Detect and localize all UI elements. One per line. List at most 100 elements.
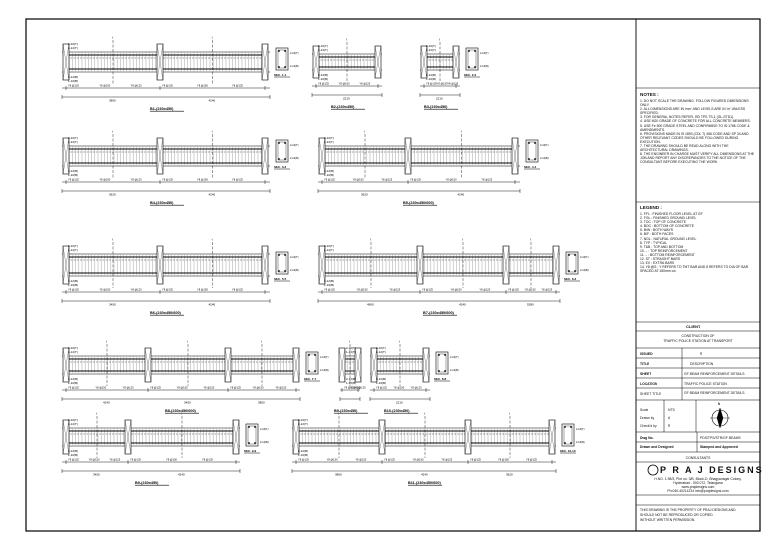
note-item: 5. USE Fe 500 GRADE STEEL AND CONFIRMING…: [640, 123, 750, 132]
stirrup-spacing-label: Y8 @125: [68, 84, 79, 88]
stirrup-spacing-label: Y8 @125: [526, 458, 537, 462]
column-hatch: [318, 137, 326, 175]
section-title: SEC. 3-3: [274, 165, 287, 169]
project-line: CONSTRUCTION OF: [681, 334, 715, 338]
section-title: SEC. 1-1: [274, 73, 287, 77]
stirrup-spacing-label: Y8 @125: [389, 288, 400, 292]
stirrup-spacing-label: Y8 @125: [324, 288, 335, 292]
span-dimension-label: 3450: [109, 303, 116, 307]
column-hatch: [261, 43, 269, 81]
top-bar-label: 1-12(T): [298, 422, 308, 426]
bottom-bar-label: 2-12(B): [298, 449, 308, 453]
note-item: 8. THE ENGINEER IN CHARGE MUST VERIFY AL…: [640, 152, 755, 165]
bottom-bar-label: 1-10(B): [346, 381, 356, 385]
section-rebar-dot: [438, 370, 440, 372]
stirrup-spacing-label: Y8 @150: [525, 288, 536, 292]
top-bar-label: 2-10(T): [324, 136, 334, 140]
stirrup-spacing-label: Y8 @150: [339, 82, 350, 86]
dwg-no-label: Dwg No.: [640, 436, 654, 440]
section-rebar-dot: [284, 66, 286, 68]
bottom-bar-label: 2-12(B): [68, 377, 78, 381]
bottom-bar-label: 1-10(B): [376, 381, 386, 385]
span-dimension-label: 3800: [109, 99, 116, 103]
top-bar-label: 1-12(T): [68, 46, 78, 50]
sheet-value: GF BEAM REINFORCEMENT DETAILS: [684, 372, 745, 376]
column-hatch: [224, 347, 232, 383]
note-item: 4. USE M20 GRADE OF CONCRETE FOR ALL CON…: [640, 119, 751, 124]
client-label: CLIENT: [686, 325, 701, 329]
section-title: SEC. 4-4: [524, 165, 537, 169]
stirrup-spacing-label: Y8 @125: [318, 82, 329, 86]
column-hatch: [422, 347, 430, 383]
title-label: TITLE: [640, 362, 650, 366]
legend-item: 5. B/W : BOTH WAYS: [640, 228, 673, 233]
stirrup-spacing-label: Y8 @125: [162, 84, 173, 88]
section-outline: [465, 47, 479, 71]
stamped-approved-label: Stamped and Approved: [700, 445, 738, 449]
section-bar-label: 2-12(B): [580, 268, 589, 272]
meta-drawn-label: Drawn by: [640, 416, 655, 420]
section-rebar-dot: [474, 50, 476, 52]
meta-scale-label: Scale: [640, 408, 649, 412]
legend-item: 6. B/F : BOTH FACES: [640, 232, 674, 237]
project-line: TRAFFIC POLICE STATION AT TRANSPORT: [663, 338, 733, 343]
section-cut-arrow: ↑: [370, 237, 372, 242]
column-hatch: [552, 245, 560, 285]
section-cut-arrow: ↑: [261, 339, 263, 344]
top-bar-label: 2-10(T): [68, 244, 78, 248]
span-dimension-label: 4240: [209, 99, 216, 103]
stirrup-spacing-label: Y8 @150: [177, 386, 188, 390]
stirrup-spacing-label: Y8 @125: [479, 288, 490, 292]
stirrup-spacing-label: Y8 @125: [541, 288, 552, 292]
section-rebar-dot: [474, 66, 476, 68]
stirrup-spacing-label: Y8 @150: [357, 288, 368, 292]
section-rebar-dot: [278, 142, 280, 144]
bottom-bar-label: 1-10(B): [68, 173, 78, 177]
section-rebar-dot: [528, 158, 530, 160]
section-rebar-dot: [314, 370, 316, 372]
meta-check-value: R: [668, 424, 671, 428]
section-cut-arrow: ↑: [112, 129, 114, 134]
section-bar-label: 2-10(T): [580, 255, 589, 259]
stirrup-spacing-label: Y8 @150: [498, 458, 509, 462]
section-rebar-dot: [278, 66, 280, 68]
legend-item: 11. ⎯ : BOTTOM REINFORCEMENT: [640, 252, 695, 257]
dwg-no-value: PDS/TPS/STR/GF BEAMS: [700, 436, 741, 440]
section-rebar-dot: [248, 442, 250, 444]
legend-item: 2. FGL : FINISHED GROUND LEVEL: [640, 216, 697, 221]
legend-item: 12. ST : STRAIGHT BARS: [640, 257, 681, 262]
stirrup-spacing-label: Y8 @150: [99, 288, 110, 292]
section-cut-arrow: ↑: [530, 237, 532, 242]
span-dimension-label: 3620: [506, 473, 513, 477]
stirrup-spacing-label: Y8 @150: [437, 82, 448, 86]
legend-item: 7. NGL : NATURAL GROUND LEVEL: [640, 236, 697, 241]
location-label: LOCATION: [640, 382, 658, 386]
bottom-bar-label: 2-12(B): [324, 169, 334, 173]
stirrup-spacing-label: Y8 @150: [197, 288, 208, 292]
stirrup-spacing-label: Y8 @125: [203, 386, 214, 390]
stirrup-spacing-label: Y8 @125: [381, 178, 392, 182]
stirrup-spacing-label: Y8 @125: [131, 288, 142, 292]
column-hatch: [292, 347, 300, 383]
stirrup-spacing-label: Y8 @125: [130, 458, 141, 462]
top-bar-label: 2-10(T): [68, 136, 78, 140]
span-dimension-label: 2210: [436, 97, 443, 101]
meta-scale-value: NTS: [668, 408, 675, 412]
section-outline: [561, 423, 575, 447]
section-stirrup: [437, 353, 447, 373]
legend-item: 4. BOC : BOTTOM OF CONCRETE: [640, 224, 695, 229]
section-cut-arrow: ↑: [424, 411, 426, 416]
stirrup-spacing-label: Y8 @125: [447, 82, 458, 86]
span-dimension-label: 3800: [335, 473, 342, 477]
bottom-bar-label: 2-12(B): [346, 377, 356, 381]
address-line: H.NO. 1-98/3, Plot no. 3/B, Block-D, Bha…: [654, 477, 742, 481]
stirrup-spacing-label: Y8 @125: [410, 178, 421, 182]
section-bar-label: 2-10(T): [290, 255, 299, 259]
section-stirrup: [527, 141, 537, 161]
bottom-bar-label: 1-10(B): [68, 79, 78, 83]
section-cut-arrow: ↑: [364, 129, 366, 134]
column-hatch: [261, 245, 269, 285]
section-rebar-dot: [308, 370, 310, 372]
